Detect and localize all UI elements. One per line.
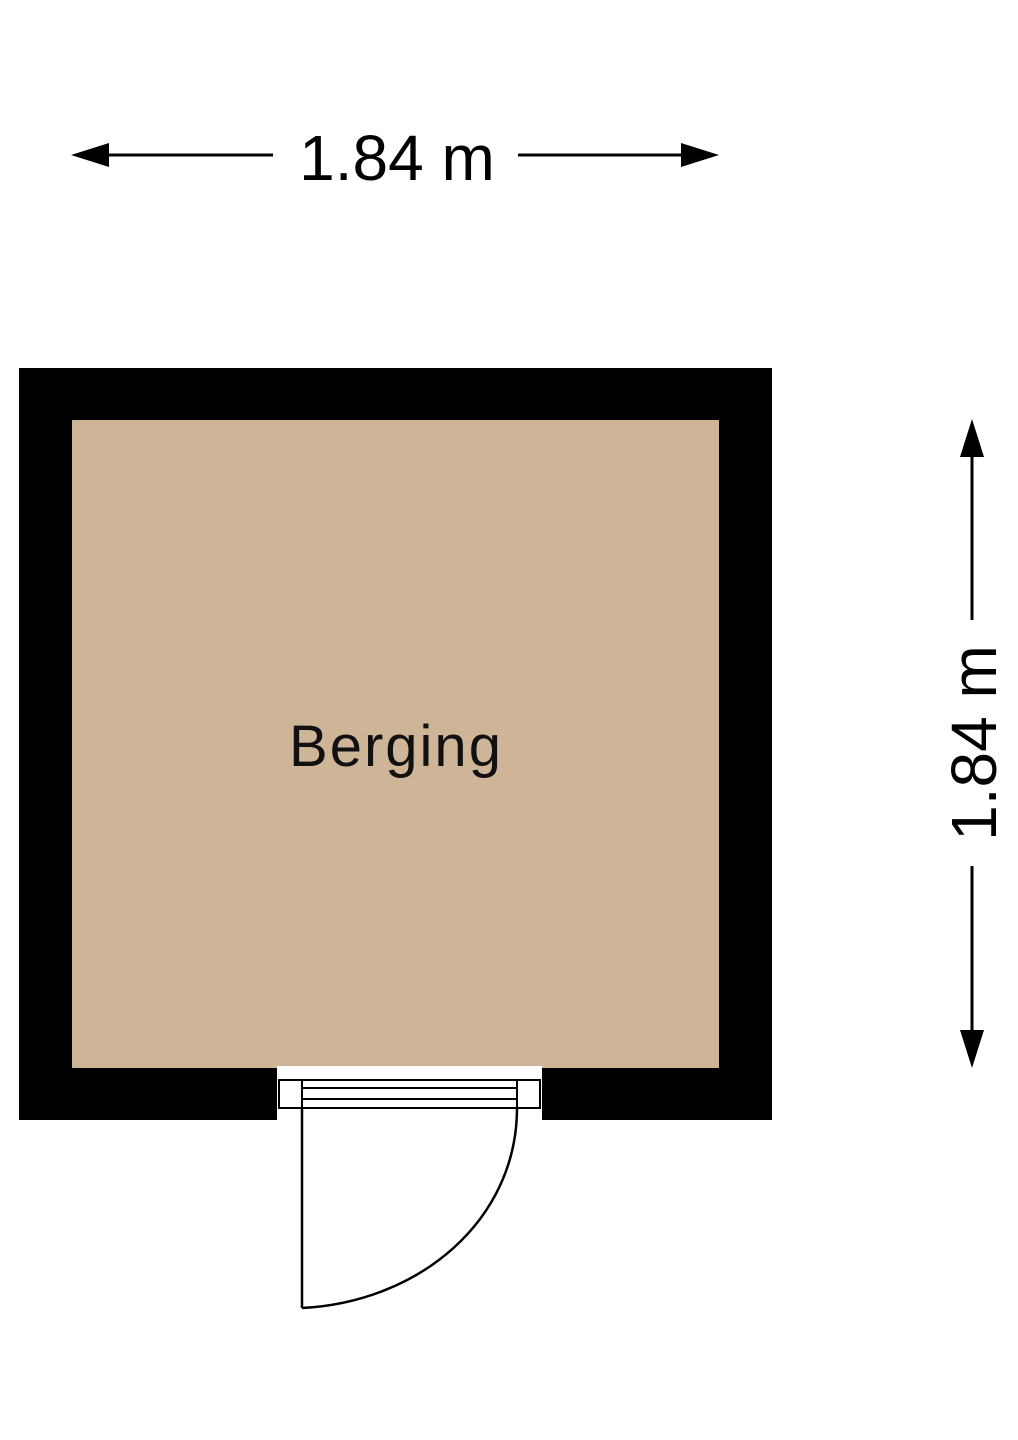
door <box>278 1079 541 1310</box>
width-label: 1.84 m <box>299 122 495 194</box>
door-opening <box>277 1066 542 1122</box>
door-swing-arc <box>301 1107 519 1310</box>
arrow-down-icon <box>960 1030 984 1068</box>
arrow-up-icon <box>960 419 984 457</box>
door-frame <box>278 1079 541 1109</box>
height-label: 1.84 m <box>938 645 1010 841</box>
room-floor <box>72 420 719 1068</box>
arrow-right-icon <box>681 143 719 167</box>
room-label: Berging <box>289 714 503 779</box>
width-dimension: 1.84 m <box>71 122 719 194</box>
walls <box>19 368 772 1122</box>
arrow-left-icon <box>71 143 109 167</box>
height-dimension: 1.84 m <box>938 419 1010 1068</box>
